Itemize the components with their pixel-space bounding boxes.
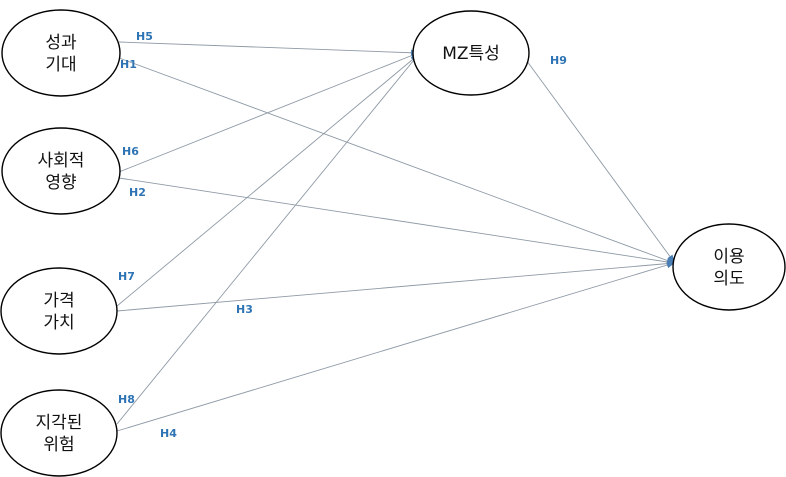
- edge-label-h1: H1: [120, 58, 137, 71]
- node-price-label-line-2: 가치: [43, 313, 74, 333]
- edge-label-h3: H3: [236, 303, 253, 316]
- edge-label-h4: H4: [160, 427, 177, 440]
- edge-label-h6: H6: [122, 145, 139, 158]
- edge-label-h2: H2: [129, 186, 146, 199]
- edge-h5: [118, 41, 419, 56]
- node-risk-ellipse: [0, 389, 118, 477]
- node-intention-ellipse: [672, 223, 786, 311]
- node-risk-label-line-2: 위험: [43, 435, 74, 455]
- node-intention-label-line-1: 이용: [713, 247, 744, 267]
- edge-h1: [118, 57, 675, 264]
- edge-h4: [116, 261, 675, 432]
- node-mz-label-line-1: MZ특성: [442, 44, 500, 64]
- node-social-label-line-1: 사회적: [38, 151, 85, 171]
- edge-h9: [523, 56, 675, 263]
- node-social-ellipse: [1, 127, 121, 215]
- edge-h6: [118, 52, 419, 173]
- edge-h7: [116, 54, 419, 307]
- edge-label-h5: H5: [136, 30, 153, 43]
- node-performance-label-line-1: 성과: [45, 33, 77, 53]
- edge-label-h9: H9: [550, 54, 567, 67]
- edge-h8: [116, 54, 419, 425]
- node-price-label-line-1: 가격: [43, 291, 74, 311]
- node-performance-ellipse: [1, 9, 121, 97]
- edge-h2: [118, 177, 675, 266]
- edge-label-h8: H8: [118, 393, 135, 406]
- node-price-ellipse: [0, 267, 118, 355]
- node-mz-ellipse: [412, 10, 530, 96]
- node-risk-label-line-1: 지각된: [36, 413, 83, 433]
- node-social-label-line-2: 영향: [45, 173, 76, 193]
- node-intention-label-line-2: 의도: [713, 269, 744, 289]
- node-performance-label-line-2: 기대: [45, 55, 76, 75]
- edge-h3: [116, 260, 675, 312]
- edge-label-h7: H7: [118, 270, 135, 283]
- node-mz: MZ특성: [412, 10, 530, 96]
- edges-layer: [116, 41, 675, 432]
